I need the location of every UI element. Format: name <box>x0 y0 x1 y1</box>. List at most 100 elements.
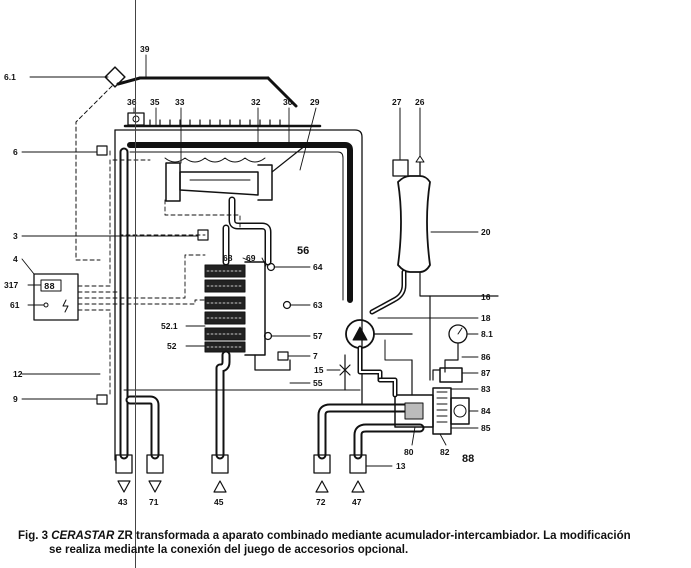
lightning-icon <box>62 299 69 313</box>
label-30: 30 <box>283 97 293 107</box>
display-digits: 88 <box>44 282 55 292</box>
outlet-symbol-43 <box>117 480 131 493</box>
manometer-pipe <box>444 342 459 373</box>
test-nipple-64 <box>266 262 276 272</box>
exchanger-waves <box>164 157 266 163</box>
casing-top <box>114 129 363 411</box>
heat-exchanger-32 <box>127 142 353 303</box>
motor-84-icon <box>453 404 467 418</box>
label-68: 68 <box>223 253 233 263</box>
label-85: 85 <box>481 423 491 433</box>
leader-lines <box>21 54 479 467</box>
label-12: 12 <box>13 369 23 379</box>
label-72: 72 <box>316 497 326 507</box>
label-57: 57 <box>313 331 323 341</box>
label-43: 43 <box>118 497 128 507</box>
valve-stack-pattern <box>206 270 244 348</box>
label-47: 47 <box>352 497 362 507</box>
hydraulic-core <box>404 402 424 420</box>
caption-line2: se realiza mediante la conexión del jueg… <box>49 544 409 556</box>
switch-61 <box>43 302 49 308</box>
label-39: 39 <box>140 44 150 54</box>
label-45: 45 <box>214 497 224 507</box>
tank-outlet-inner <box>371 271 405 313</box>
label-52-1: 52.1 <box>161 321 178 331</box>
gas-pipe-inner <box>230 198 270 264</box>
label-32: 32 <box>251 97 261 107</box>
sensor-6 <box>96 145 108 156</box>
pipe-47-inner <box>355 425 423 458</box>
thermostat-dial-icon <box>132 115 140 123</box>
block-inlet-pipe-inner <box>379 379 396 396</box>
label-87: 87 <box>481 368 491 378</box>
burner-30 <box>179 171 259 196</box>
label-7: 7 <box>313 351 318 361</box>
electrode-29 <box>257 164 273 201</box>
label-9: 9 <box>13 394 18 404</box>
label-317: 317 <box>4 280 18 290</box>
label-86: 86 <box>481 352 491 362</box>
label-56: 56 <box>297 245 309 257</box>
page-fold-line <box>135 0 136 568</box>
gas-valve-stack <box>204 264 246 353</box>
figure-caption: Fig. 3 CERASTAR ZR transformada a aparat… <box>18 529 678 557</box>
caption-line1: transformada a aparato combinado mediant… <box>132 530 631 542</box>
test-nipple-63 <box>282 300 292 310</box>
pipe-71-inner <box>127 397 158 458</box>
switch-86-87 <box>439 367 463 383</box>
sensor-cable-6-1 <box>75 85 113 261</box>
sensor-9 <box>96 394 108 405</box>
valve-block-lines <box>436 391 448 423</box>
label-4: 4 <box>13 254 18 264</box>
label-69: 69 <box>246 253 256 263</box>
label-55: 55 <box>313 378 323 388</box>
label-20: 20 <box>481 227 491 237</box>
control-wiring <box>77 149 241 396</box>
label-33: 33 <box>175 97 185 107</box>
flue-cover-left <box>116 76 142 86</box>
flue-sensor-6-1 <box>104 66 126 88</box>
label-26: 26 <box>415 97 425 107</box>
label-36: 36 <box>127 97 137 107</box>
flue-cover-right <box>266 76 298 108</box>
label-52: 52 <box>167 341 177 351</box>
sensor-3 <box>197 229 209 241</box>
display-317 <box>40 279 62 292</box>
label-83: 83 <box>481 384 491 394</box>
label-64: 64 <box>313 262 323 272</box>
storage-tank-20 <box>397 175 431 273</box>
label-63: 63 <box>313 300 323 310</box>
label-8-1: 8.1 <box>481 329 493 339</box>
label-29: 29 <box>310 97 320 107</box>
electrode-lead <box>271 144 307 173</box>
pump-pipe <box>357 345 383 383</box>
gas-supply-inner <box>217 352 229 458</box>
label-6: 6 <box>13 147 18 157</box>
valve-frame <box>244 261 266 356</box>
inlet-symbol-45 <box>213 480 227 493</box>
inlet-symbol-72 <box>315 480 329 493</box>
hood-fins <box>149 119 281 127</box>
label-27: 27 <box>392 97 402 107</box>
valve-7 <box>277 351 289 361</box>
caption-brand: CERASTAR <box>51 530 115 542</box>
valve-block-83 <box>432 387 452 435</box>
block-inlet-pipe <box>377 377 398 398</box>
label-16: 16 <box>481 292 491 302</box>
label-61: 61 <box>10 300 20 310</box>
pipe-72-inner <box>319 405 413 458</box>
label-80: 80 <box>404 447 414 457</box>
air-valve-26 <box>415 155 425 163</box>
pump-icon <box>352 326 368 341</box>
label-84: 84 <box>481 406 491 416</box>
control-unit-4 <box>33 273 79 321</box>
connection-caps <box>115 454 367 474</box>
label-71: 71 <box>149 497 159 507</box>
caption-prefix: Fig. 3 <box>18 530 52 542</box>
pipe-55 <box>254 354 291 371</box>
block-switch-link <box>432 369 441 381</box>
label-18: 18 <box>481 313 491 323</box>
label-15: 15 <box>314 365 324 375</box>
inlet-symbol-47 <box>351 480 365 493</box>
